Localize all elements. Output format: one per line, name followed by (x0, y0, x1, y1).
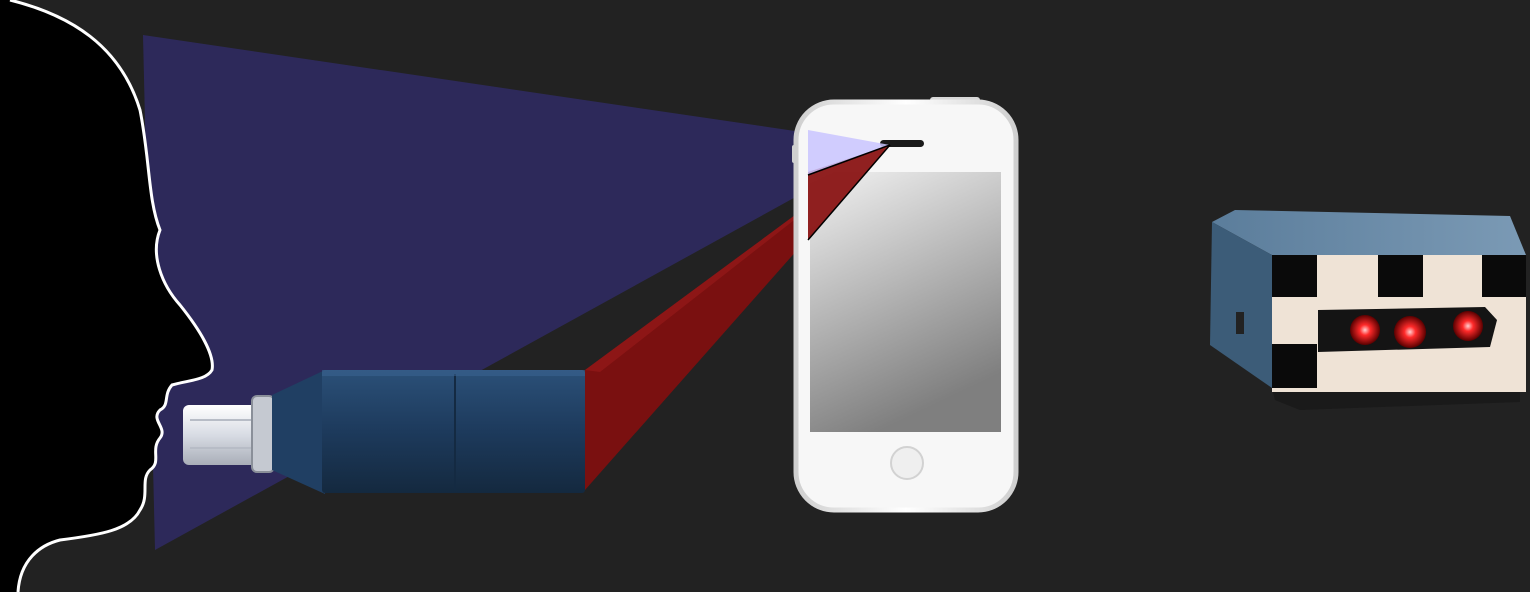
fiducial-marker (1378, 255, 1423, 297)
led-light (1350, 315, 1380, 345)
led-light (1394, 316, 1426, 348)
spirometer-body (322, 370, 585, 493)
phone-home-button (891, 447, 923, 479)
spirometer-ring (252, 396, 274, 472)
phone-screen (810, 172, 1001, 432)
led-light (1453, 311, 1483, 341)
fiducial-marker (1272, 344, 1317, 388)
fiducial-marker (1272, 255, 1317, 297)
smartphone (792, 97, 1016, 510)
fiducial-marker (1482, 255, 1526, 297)
